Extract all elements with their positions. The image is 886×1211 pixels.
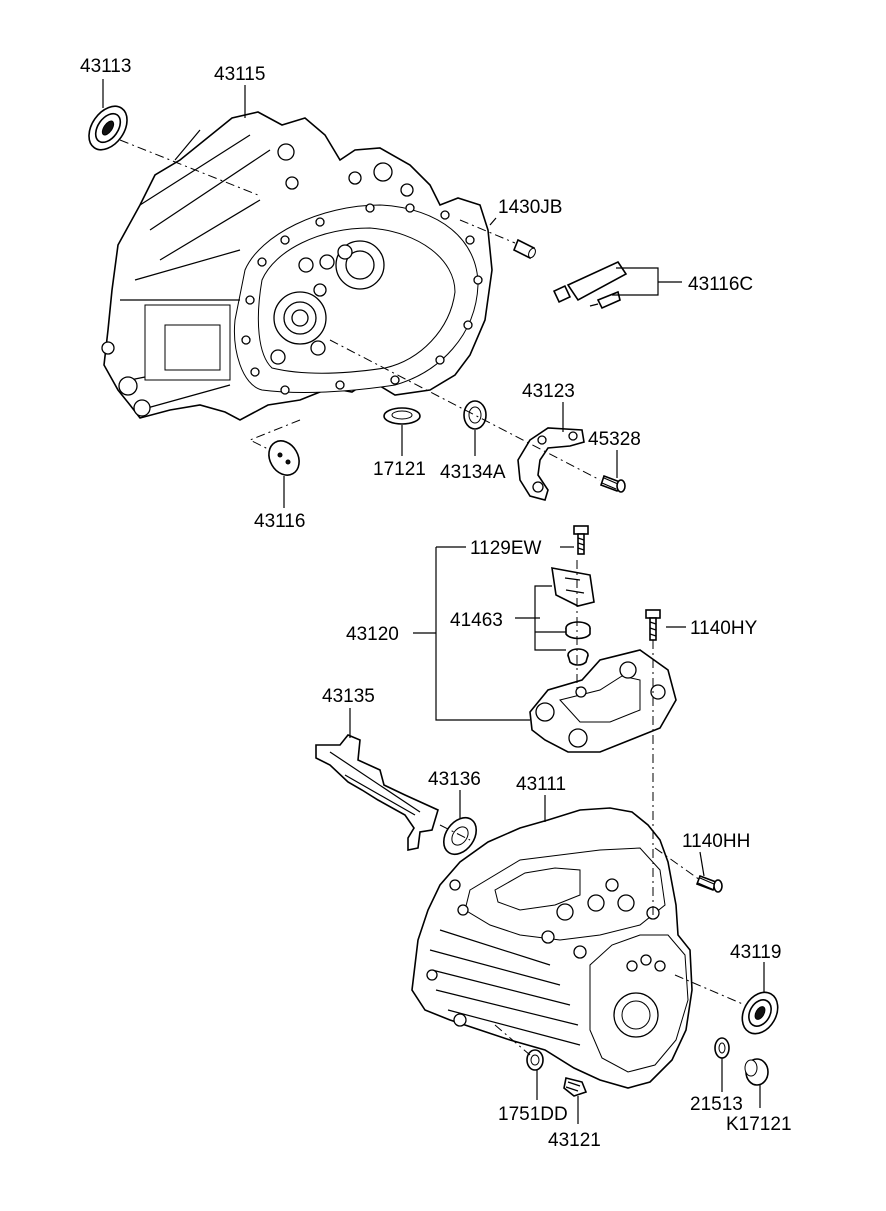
- leader-lines: [102, 79, 765, 1124]
- label-43121: 43121: [548, 1130, 601, 1151]
- sealant-tube-43116C[interactable]: [552, 260, 628, 310]
- washer-17121[interactable]: [383, 407, 421, 425]
- label-17121: 17121: [373, 459, 426, 480]
- label-43116: 43116: [254, 511, 305, 532]
- bolt-1140HH[interactable]: [695, 874, 723, 893]
- magnet-43116[interactable]: [263, 435, 305, 480]
- label-43113: 43113: [80, 56, 131, 77]
- plug-K17121[interactable]: [744, 1058, 769, 1086]
- label-1430JB: 1430JB: [498, 197, 562, 218]
- label-43120: 43120: [346, 624, 399, 645]
- label-43116C: 43116C: [688, 274, 753, 295]
- transaxle-case-43111[interactable]: [411, 807, 693, 1089]
- bracket-43123[interactable]: [517, 427, 585, 501]
- label-1140HH: 1140HH: [682, 831, 750, 852]
- label-43136: 43136: [428, 769, 481, 790]
- label-1751DD: 1751DD: [498, 1104, 568, 1125]
- gasket-21513[interactable]: [714, 1037, 730, 1059]
- label-1129EW: 1129EW: [470, 538, 542, 559]
- mount-bracket-43120[interactable]: [529, 649, 677, 753]
- label-43134A: 43134A: [440, 462, 506, 483]
- label-41463: 41463: [450, 610, 503, 631]
- bolt-1140HY[interactable]: [645, 609, 661, 641]
- washer-1751DD[interactable]: [526, 1049, 544, 1071]
- oil-seal-43113[interactable]: [81, 99, 135, 157]
- label-21513: 21513: [690, 1094, 743, 1115]
- bolt-45328[interactable]: [599, 474, 626, 493]
- label-1140HY: 1140HY: [690, 618, 758, 639]
- label-43123: 43123: [522, 381, 575, 402]
- label-43135: 43135: [322, 686, 375, 707]
- pin-1430JB[interactable]: [512, 238, 537, 260]
- label-43119: 43119: [730, 942, 781, 963]
- drain-plug-43121[interactable]: [563, 1077, 588, 1097]
- bracket-43135[interactable]: [315, 734, 439, 851]
- clutch-housing-43115[interactable]: [101, 111, 493, 421]
- part-labels: 43113 43115 1430JB 43116C 43123 45328 17…: [80, 56, 792, 1151]
- oil-seal-43134A[interactable]: [463, 400, 487, 430]
- label-K17121: K17121: [726, 1114, 792, 1135]
- bushing-41463-b[interactable]: [567, 648, 589, 666]
- label-43115: 43115: [214, 64, 265, 85]
- label-45328: 45328: [588, 429, 641, 450]
- label-43111: 43111: [516, 774, 566, 795]
- bushing-41463-a[interactable]: [565, 621, 591, 640]
- oil-seal-43119[interactable]: [735, 986, 785, 1040]
- seal-43136[interactable]: [437, 812, 483, 861]
- bracket-41463[interactable]: [551, 567, 595, 607]
- bolt-1129EW[interactable]: [573, 525, 589, 555]
